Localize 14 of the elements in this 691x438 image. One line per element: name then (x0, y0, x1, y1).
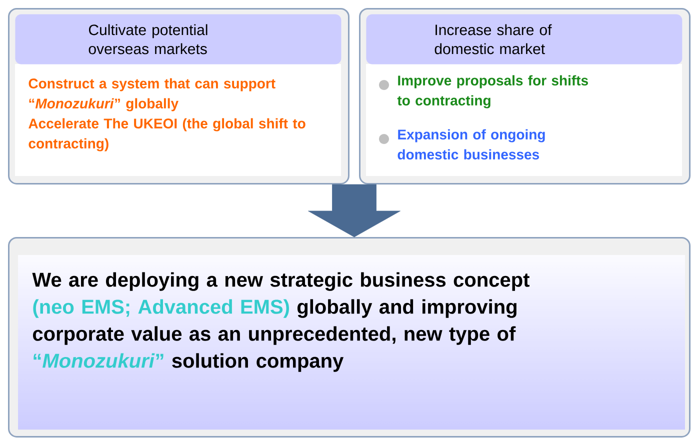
statement-text: We are deploying a new strategic business concept (neo EMS; Advanced EMS) globally and improving corporate value as an unprecedented, new type of “Monozukuri” solution company (32, 272, 530, 372)
body-text: Construct a system that can support “Monozukuri” globally (28, 78, 276, 112)
panel-heading: Increase share of domestic market (366, 14, 682, 64)
node-label: corporate value as an unprecedented, new type of (32, 326, 516, 345)
bullet-text: Improve proposals for shifts to contracting (397, 75, 588, 108)
node-label: solution company (172, 353, 344, 372)
node-label: globally and improving (297, 299, 516, 318)
body-text: Accelerate The UKEOI (the global shift to contracting) (28, 118, 306, 152)
bullet-text: Expansion of ongoing domestic businesses (398, 129, 545, 160)
node-label: We are deploying a new strategic business concept (32, 272, 530, 291)
node-label: (neo EMS; Advanced EMS) (33, 299, 289, 318)
panel-heading: Cultivate potential overseas markets (15, 14, 342, 64)
block-arrow (308, 184, 400, 238)
node-label: “Monozukuri” (34, 353, 164, 368)
